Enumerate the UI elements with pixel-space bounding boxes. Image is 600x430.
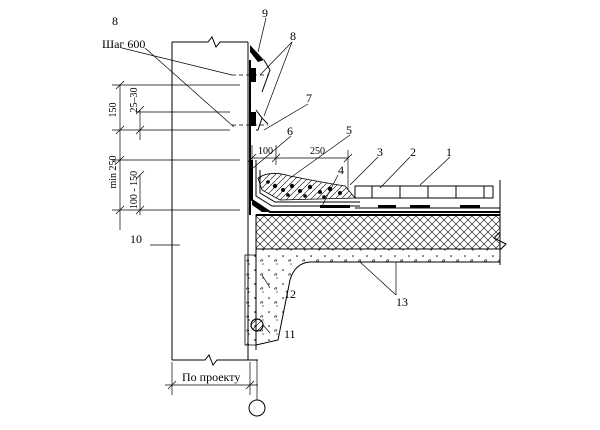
roof-upturn-layers [251, 160, 500, 213]
concrete-fill [244, 254, 257, 346]
dim-100-150: 100 - 150 [129, 171, 140, 209]
roof-slab [255, 248, 501, 346]
leader-lines [121, 17, 451, 334]
fasteners [232, 68, 268, 126]
callout-8-left: 8 [112, 14, 118, 28]
cap-flashing [250, 45, 271, 93]
gravel-ballast [257, 173, 356, 201]
insulation-layer [255, 214, 501, 250]
callout-13: 13 [396, 295, 408, 309]
callout-11: 11 [284, 327, 296, 341]
callout-9: 9 [262, 6, 268, 20]
callout-1: 1 [446, 145, 452, 159]
step-label: Шаг 600 [102, 37, 145, 51]
dim-250: 250 [310, 146, 325, 157]
dim-100: 100 [258, 146, 273, 157]
dim-min-250: min 250 [108, 155, 119, 188]
sealing-cord [250, 318, 264, 332]
dimension-lines [112, 80, 353, 417]
callout-12: 12 [284, 287, 296, 301]
callout-5: 5 [346, 123, 352, 137]
callout-2: 2 [410, 145, 416, 159]
per-project-label: По проекту [182, 370, 240, 384]
right-break-line [493, 180, 507, 265]
dim-150: 150 [108, 103, 119, 118]
dim-25-30: 25–30 [129, 88, 140, 113]
callout-7: 7 [306, 91, 312, 105]
callout-10: 10 [130, 232, 142, 246]
roof-surface-layers [320, 185, 500, 209]
annotations: 8 Шаг 600 9 8 7 6 5 3 2 1 4 10 12 11 13 … [102, 6, 452, 384]
callout-4: 4 [338, 163, 344, 177]
callout-3: 3 [377, 145, 383, 159]
apron-flashing [255, 109, 269, 131]
callout-6: 6 [287, 124, 293, 138]
callout-8-right: 8 [290, 29, 296, 43]
